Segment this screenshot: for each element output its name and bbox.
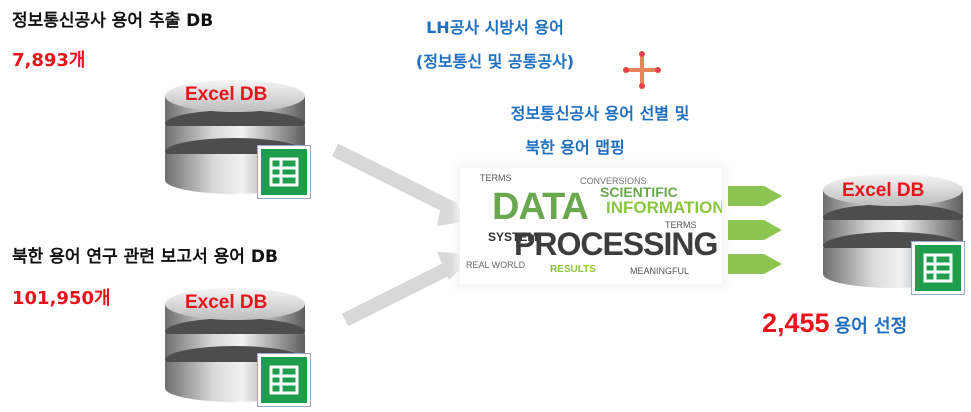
excel-sheet-icon-result (912, 242, 964, 294)
excel-sheet-icon-bottom (258, 354, 310, 406)
wordcloud-processing: PROCESSING (514, 226, 718, 262)
excel-db-label-bottom: Excel DB (185, 292, 268, 313)
wordcloud-word: SCIENTIFIC (600, 184, 678, 200)
wordcloud-word: RESULTS (550, 264, 596, 275)
result-count: 2,455 (762, 308, 830, 338)
input-arrows (325, 140, 485, 330)
wordcloud-word: INFORMATION (606, 198, 722, 217)
process-title: 정보통신공사 용어 선별 및 (510, 104, 690, 123)
left-top-count: 7,893개 (12, 50, 86, 71)
wordcloud-word: TERMS (480, 173, 512, 183)
wordcloud-data: DATA (492, 186, 589, 228)
excel-db-label-top: Excel DB (185, 84, 268, 105)
wordcloud-word: SYSTEM (488, 230, 538, 244)
wordcloud-word: REAL WORLD (466, 260, 526, 270)
result-summary: 2,455 용어 선정 (762, 308, 907, 339)
excel-sheet-icon-top (258, 146, 310, 198)
wordcloud-word: CONVERSIONS (580, 176, 647, 186)
left-bottom-title: 북한 용어 연구 관련 보고서 용어 DB (12, 247, 278, 267)
wordcloud-word: TERMS (665, 220, 697, 230)
left-bottom-count: 101,950개 (12, 288, 111, 309)
source-subtitle: (정보통신 및 공통공사) (415, 52, 575, 71)
wordcloud-word: MEANINGFUL (630, 266, 690, 276)
left-top-title: 정보통신공사 용어 추출 DB (12, 11, 214, 31)
plus-icon (622, 50, 662, 90)
source-title: LH공사 시방서 용어 (426, 18, 564, 37)
excel-db-label-result: Excel DB (842, 180, 925, 201)
result-label: 용어 선정 (834, 316, 908, 337)
process-subtitle: 북한 용어 맵핑 (525, 138, 625, 157)
output-arrows (728, 178, 788, 282)
data-processing-word-cloud: TERMS CONVERSIONS DATA SCIENTIFIC INFORM… (460, 168, 722, 284)
